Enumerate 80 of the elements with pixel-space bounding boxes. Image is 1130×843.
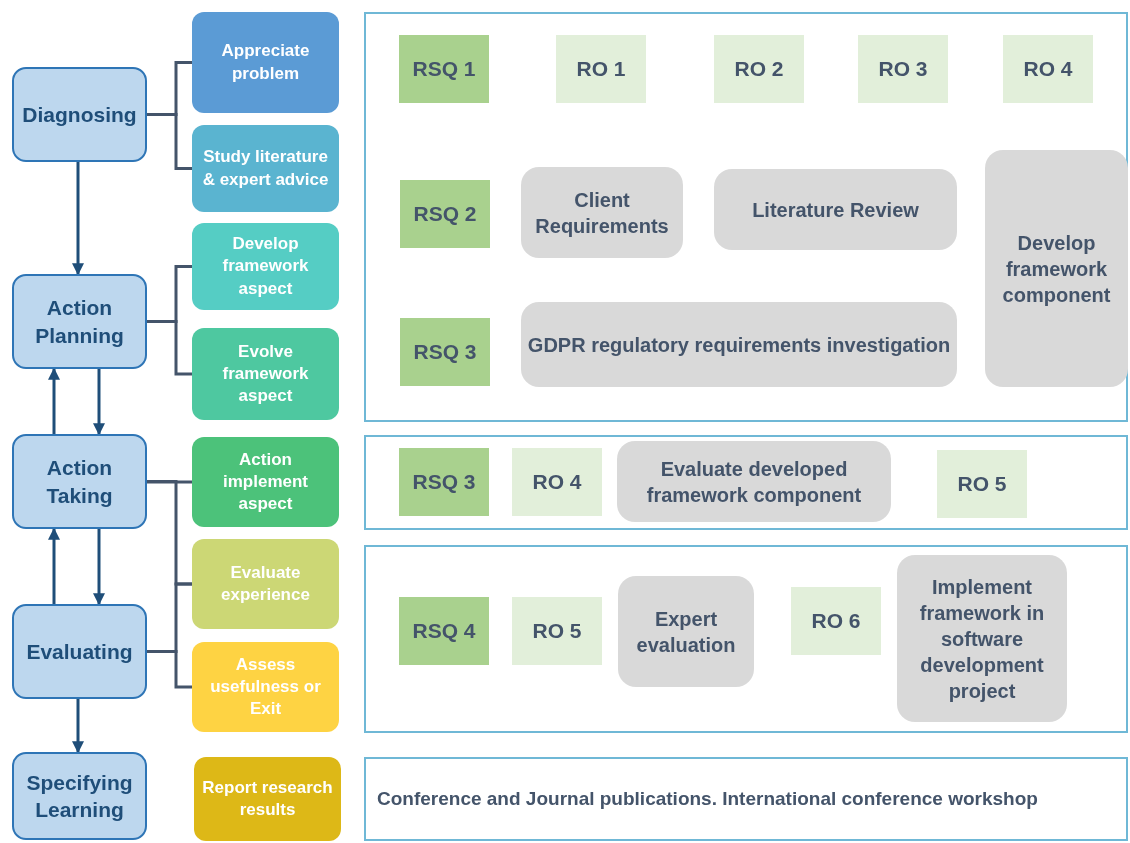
question-box bbox=[400, 180, 490, 248]
objective-label: RO 4 bbox=[531, 469, 583, 496]
question-label: RSQ 3 bbox=[411, 469, 477, 496]
stage-label: Action Taking bbox=[45, 455, 114, 509]
task-label: Implement framework in software development project bbox=[918, 574, 1046, 704]
activity-label: Assess usefulness or Exit bbox=[209, 653, 322, 721]
activity-box bbox=[192, 539, 339, 629]
activity-box bbox=[194, 757, 341, 841]
activity-box bbox=[192, 642, 339, 732]
bracket-connector bbox=[147, 320, 192, 376]
objective-label: RO 3 bbox=[877, 56, 929, 83]
stage-box bbox=[12, 752, 147, 840]
objective-label: RO 6 bbox=[810, 608, 862, 635]
panel-frame bbox=[364, 435, 1128, 530]
arrow bbox=[48, 527, 60, 604]
task-box bbox=[985, 150, 1128, 387]
objective-label: RO 1 bbox=[575, 56, 627, 83]
question-label: RSQ 2 bbox=[412, 201, 478, 228]
question-label: RSQ 3 bbox=[412, 339, 478, 366]
objective-label: RO 5 bbox=[956, 471, 1008, 498]
task-label: Evaluate developed framework component bbox=[645, 456, 863, 508]
arrow bbox=[93, 369, 105, 436]
activity-label: Develop framework aspect bbox=[221, 233, 310, 300]
question-box bbox=[399, 597, 489, 665]
objective-box bbox=[937, 450, 1027, 518]
activity-label: Evaluate experience bbox=[220, 561, 311, 606]
activity-label: Appreciate problem bbox=[220, 40, 311, 85]
question-box bbox=[399, 448, 489, 516]
objective-box bbox=[512, 597, 602, 665]
task-box bbox=[618, 576, 754, 687]
question-label: RSQ 1 bbox=[411, 56, 477, 83]
question-box bbox=[399, 35, 489, 103]
panel-frame bbox=[364, 12, 1128, 422]
activity-label: Action implement aspect bbox=[222, 448, 309, 516]
objective-box bbox=[512, 448, 602, 516]
arrow bbox=[72, 699, 84, 754]
panel-text: Conference and Journal publications. International conference workshop bbox=[376, 786, 1039, 811]
objective-label: RO 5 bbox=[531, 618, 583, 645]
arrow bbox=[72, 162, 84, 276]
stage-label: Action Planning bbox=[34, 295, 125, 349]
task-box bbox=[897, 555, 1067, 722]
task-box bbox=[714, 169, 957, 250]
stage-box bbox=[12, 604, 147, 699]
objective-box bbox=[791, 587, 881, 655]
panel-frame bbox=[364, 757, 1128, 841]
objective-box bbox=[858, 35, 948, 103]
activity-box bbox=[192, 328, 339, 420]
bracket-connector bbox=[147, 480, 192, 484]
panel-frame bbox=[364, 545, 1128, 733]
task-box bbox=[521, 167, 683, 258]
activity-box bbox=[192, 125, 339, 212]
objective-label: RO 2 bbox=[733, 56, 785, 83]
stage-label: Diagnosing bbox=[21, 101, 138, 128]
task-label: GDPR regulatory requirements investigation bbox=[526, 332, 952, 358]
stage-box bbox=[12, 67, 147, 162]
task-box bbox=[617, 441, 891, 522]
objective-box bbox=[556, 35, 646, 103]
objective-box bbox=[1003, 35, 1093, 103]
activity-box bbox=[192, 12, 339, 113]
task-label: Develop framework component bbox=[1001, 230, 1112, 308]
activity-box bbox=[192, 223, 339, 310]
bracket-connector bbox=[147, 113, 192, 170]
stage-label: Evaluating bbox=[25, 638, 134, 665]
task-label: Expert evaluation bbox=[635, 606, 737, 658]
question-box bbox=[400, 318, 490, 386]
activity-label: Study literature & expert advice bbox=[201, 146, 330, 191]
stage-box bbox=[12, 274, 147, 369]
activity-label: Evolve framework aspect bbox=[221, 340, 310, 408]
arrow bbox=[93, 529, 105, 606]
objective-box bbox=[714, 35, 804, 103]
question-label: RSQ 4 bbox=[411, 618, 477, 645]
objective-label: RO 4 bbox=[1022, 56, 1074, 83]
task-label: Literature Review bbox=[751, 197, 920, 223]
task-box bbox=[521, 302, 957, 387]
stage-box bbox=[12, 434, 147, 529]
arrow bbox=[48, 367, 60, 434]
activity-box bbox=[192, 437, 339, 527]
task-label: Client Requirements bbox=[534, 187, 670, 239]
activity-label: Report research results bbox=[201, 776, 334, 821]
stage-label: Specifying Learning bbox=[25, 769, 134, 823]
